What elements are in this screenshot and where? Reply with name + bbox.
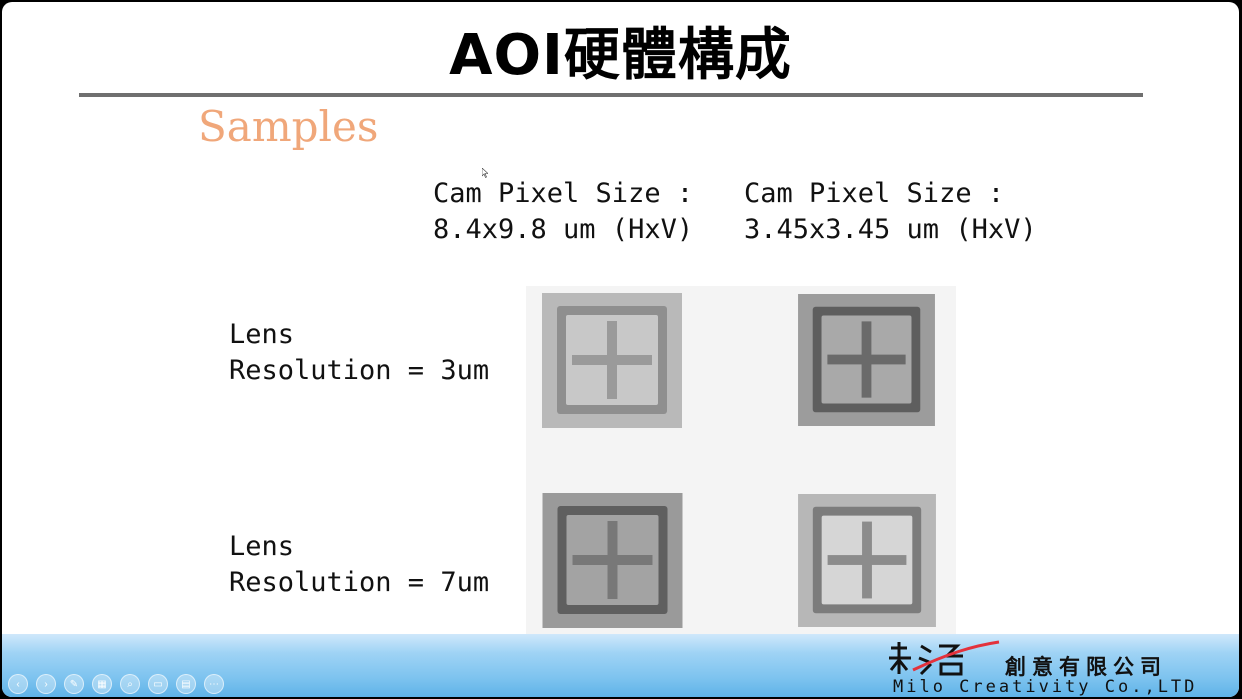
column-header-cam1: Cam Pixel Size : 8.4x9.8 um (HxV) — [433, 176, 693, 248]
next-icon[interactable]: › — [36, 674, 56, 694]
slide-title: AOI硬體構成 — [449, 23, 792, 88]
lens1-label: Lens — [229, 319, 295, 350]
sample-7um-3.45px-image — [798, 494, 936, 627]
cam1-value: 8.4x9.8 um (HxV) — [433, 214, 694, 245]
sample-7um-8.4px-image — [542, 493, 683, 628]
cam2-value: 3.45x3.45 um (HxV) — [744, 214, 1037, 245]
lens2-value: Resolution = 7um — [229, 567, 490, 598]
zoom-icon[interactable]: ⌕ — [120, 674, 140, 694]
pen-icon[interactable]: ✎ — [64, 674, 84, 694]
company-logo: 創意有限公司 Milo Creativity Co.,LTD — [887, 636, 1239, 697]
lens1-value: Resolution = 3um — [229, 355, 490, 386]
cam2-label: Cam Pixel Size : — [744, 178, 1005, 209]
samples-panel — [526, 286, 956, 646]
more-icon[interactable]: ⋯ — [204, 674, 224, 694]
logo-chinese-name: 創意有限公司 — [1005, 655, 1167, 679]
sample-3um-3.45px-image — [798, 294, 935, 426]
sample-cross-horizontal — [827, 354, 906, 365]
cam1-label: Cam Pixel Size : — [433, 178, 694, 209]
screen-icon[interactable]: ▭ — [148, 674, 168, 694]
subtitle-icon[interactable]: ▤ — [176, 674, 196, 694]
column-header-cam2: Cam Pixel Size : 3.45x3.45 um (HxV) — [744, 176, 1037, 248]
grid-icon[interactable]: ▦ — [92, 674, 112, 694]
sample-cross-horizontal — [572, 555, 653, 565]
sample-3um-8.4px-image — [542, 293, 682, 428]
title-divider — [79, 93, 1143, 97]
slideshow-toolbar: ‹ › ✎ ▦ ⌕ ▭ ▤ ⋯ — [8, 674, 224, 694]
prev-icon[interactable]: ‹ — [8, 674, 28, 694]
lens2-label: Lens — [229, 531, 295, 562]
logo-english-name: Milo Creativity Co.,LTD — [893, 677, 1198, 697]
sample-cross-horizontal — [827, 555, 907, 565]
logo-mark-icon — [889, 640, 1000, 676]
sample-cross-horizontal — [572, 355, 652, 365]
slide-subtitle: Samples — [198, 102, 379, 151]
mouse-cursor-icon — [482, 168, 488, 178]
